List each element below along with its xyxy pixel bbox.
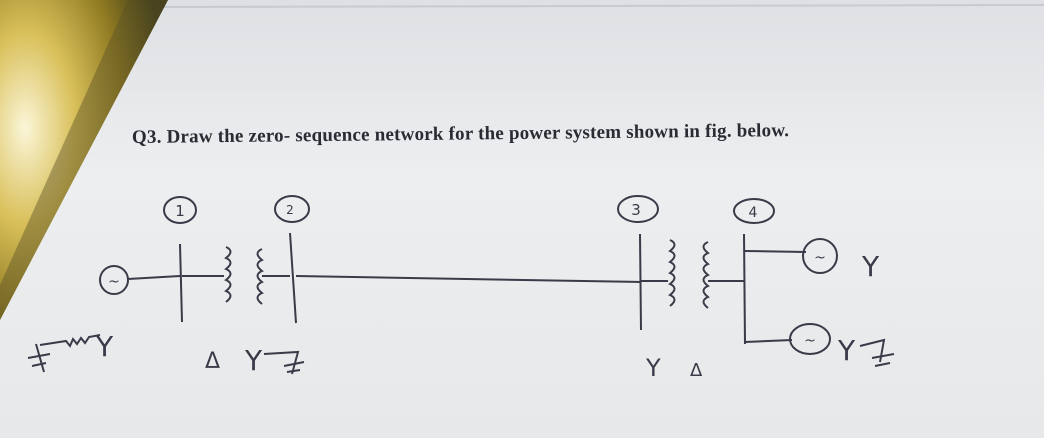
bus-label-1: 1 <box>163 196 197 224</box>
bus-4-bar <box>743 233 746 345</box>
bus-label-3-text: 3 <box>631 201 641 219</box>
bus-label-2: 2 <box>274 195 310 223</box>
transformer-1-ground <box>263 350 305 375</box>
transformer-2-primary-connection: Y <box>645 354 661 382</box>
bus-1-bar <box>179 243 183 323</box>
generator-1-connection: Y <box>95 330 114 363</box>
bus-label-3: 3 <box>617 195 659 223</box>
paper-edge <box>159 4 1044 8</box>
transformer-1 <box>182 246 290 305</box>
generator-2 <box>744 238 838 274</box>
transmission-line <box>295 275 641 283</box>
generator-1-ground <box>27 334 101 373</box>
bus-label-2-text: 2 <box>286 203 294 217</box>
transformer-2-secondary-connection: Δ <box>690 360 703 381</box>
generator-3-connection: Y <box>837 334 856 367</box>
transformer-1-primary-connection: Δ <box>205 349 220 374</box>
generator-3 <box>744 323 831 355</box>
generator-1-symbol: ~ <box>108 274 120 290</box>
left-glare-shadow <box>0 0 168 320</box>
bus-label-4: 4 <box>733 198 775 224</box>
bus-label-1-text: 1 <box>175 202 185 220</box>
bus-3-bar <box>639 233 642 331</box>
left-glare <box>0 0 168 320</box>
generator-2-symbol: ~ <box>814 250 826 266</box>
generator-1: ~ <box>99 265 181 295</box>
bus-label-4-text: 4 <box>749 205 758 221</box>
generator-2-connection: Y <box>861 250 880 283</box>
transformer-2 <box>641 239 744 309</box>
transformer-1-secondary-connection: Y <box>244 344 263 377</box>
generator-3-symbol: ~ <box>804 333 816 349</box>
generator-3-ground <box>859 338 895 367</box>
bus-2-bar <box>289 232 297 324</box>
